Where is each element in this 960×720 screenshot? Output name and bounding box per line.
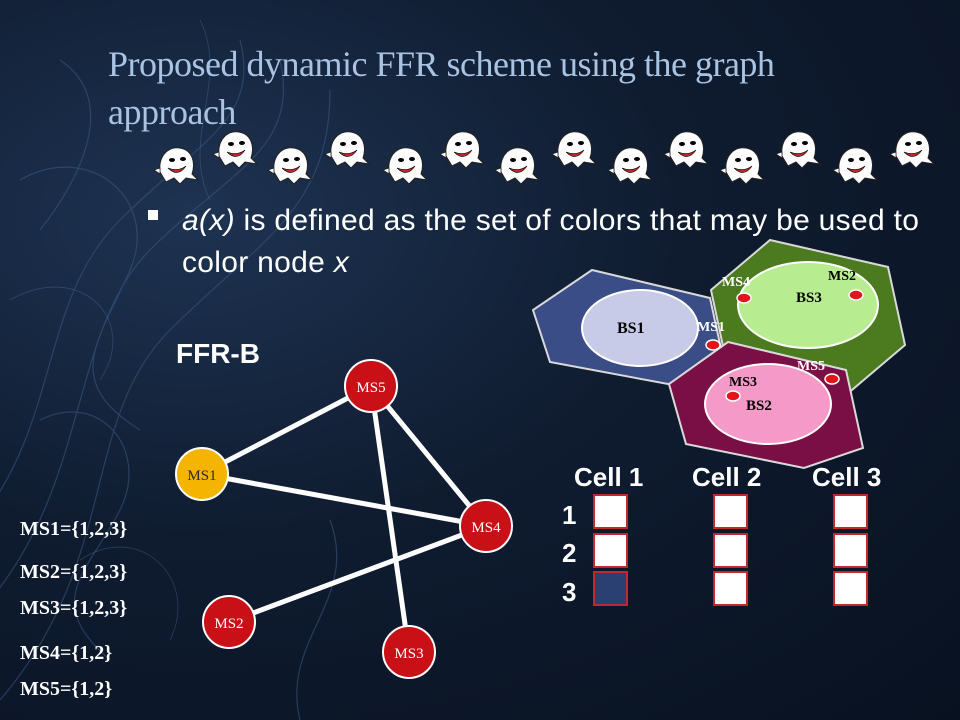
channel-box-cell2-row1 [713,494,748,529]
ms2-dot [848,289,864,301]
ms4-dot [736,292,752,304]
bullet-var: x [333,246,350,279]
svg-text:MS2: MS2 [214,616,243,632]
channel-box-cell3-row2 [833,533,868,568]
edge-ms5-ms1 [199,383,374,477]
bs3-coverage-circle [737,261,879,349]
bullet-term: a(x) [182,204,235,237]
graph-node-ms2: MS2 [202,595,256,649]
row-1-label: 1 [562,500,577,530]
cell-2-label: Cell 2 [692,462,762,492]
channel-box-cell3-row1 [833,494,868,529]
set-ms1: MS1={1,2,3} [20,518,128,540]
svg-text:MS5: MS5 [356,380,385,396]
svg-text:MS3: MS3 [394,646,423,662]
ms2-label: MS2 [828,269,856,284]
bullet-marker-icon [148,210,158,220]
bs3-label: BS3 [796,290,822,306]
edge-ms2-ms4 [226,523,489,625]
svg-text:MS1: MS1 [187,468,216,484]
row-2-label: 2 [562,538,577,568]
graph-node-ms3: MS3 [382,625,436,679]
channel-box-cell1-row1 [593,494,628,529]
edge-ms5-ms4 [368,383,489,529]
ms1-dot [705,339,721,351]
scheme-label: FFR-B [176,338,260,369]
set-ms2: MS2={1,2,3} [20,561,128,583]
channel-box-cell2-row2 [713,533,748,568]
graph-node-ms4: MS4 [459,499,513,553]
set-ms5: MS5={1,2} [20,678,113,700]
edge-ms1-ms4 [199,471,489,529]
row-3-label: 3 [562,577,577,607]
graph-node-ms1: MS1 [175,447,229,501]
ms3-dot [725,390,741,402]
ms4-label: MS4 [722,275,750,290]
bs1-label: BS1 [617,320,645,337]
bs1-coverage-circle [581,289,699,367]
set-ms4: MS4={1,2} [20,642,113,664]
slide-title: Proposed dynamic FFR scheme using the gr… [108,44,775,132]
ms5-label: MS5 [797,359,825,374]
channel-box-cell3-row3 [833,571,868,606]
ms3-label: MS3 [729,375,757,390]
svg-text:MS4: MS4 [471,520,501,536]
channel-box-cell1-row3 [593,571,628,606]
ms1-label: MS1 [697,320,725,335]
ms5-dot [824,373,840,385]
graph-node-ms5: MS5 [344,359,398,413]
cell-1-label: Cell 1 [574,462,644,492]
channel-box-cell1-row2 [593,533,628,568]
bs2-coverage-circle [704,363,832,445]
cell-3-label: Cell 3 [812,462,882,492]
bs2-label: BS2 [746,398,772,414]
edge-ms5-ms3 [368,383,412,655]
bullet-text: a(x) is defined as the set of colors tha… [182,200,942,284]
set-ms3: MS3={1,2,3} [20,597,128,619]
bullet-body: is defined as the set of colors that may… [182,204,920,279]
channel-box-cell2-row3 [713,571,748,606]
